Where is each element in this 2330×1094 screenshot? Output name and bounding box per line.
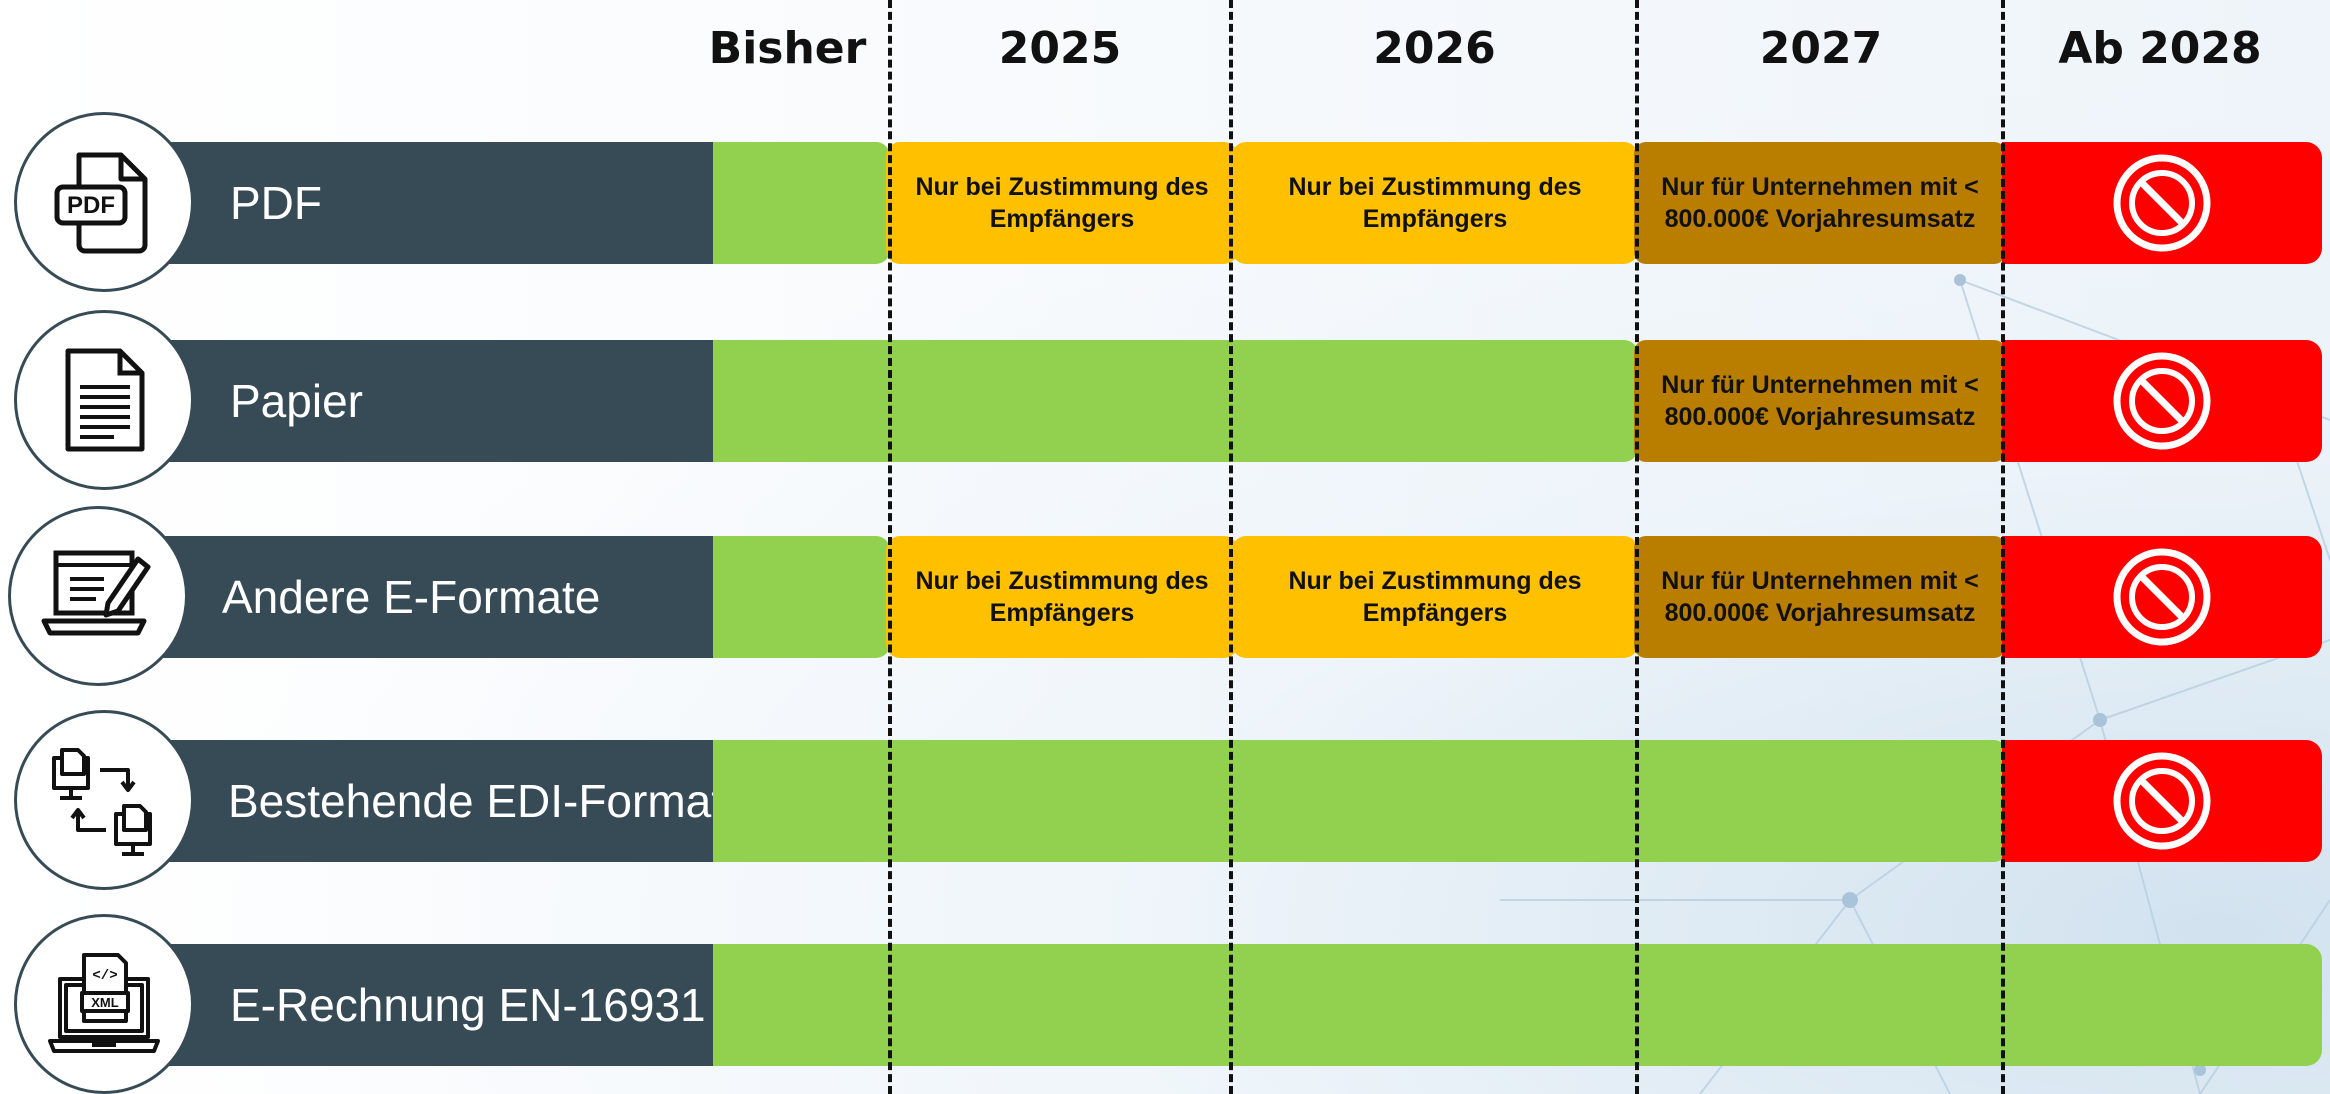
status-2027-small-business: Nur für Unternehmen mit < 800.000€ Vorja…	[1634, 340, 2006, 462]
status-all-years-allowed	[713, 944, 2322, 1066]
paper-document-icon	[14, 310, 194, 490]
status-note: Nur bei Zustimmung des Empfängers	[1288, 566, 1582, 628]
divider-2027-2028	[2001, 0, 2005, 1094]
status-note: Nur für Unternehmen mit < 800.000€ Vorja…	[1661, 566, 1979, 628]
status-2028-forbidden	[2002, 340, 2322, 462]
row-label-text: Bestehende EDI-Formate	[228, 775, 750, 827]
row-label-papier: Papier	[100, 340, 713, 462]
prohibited-icon	[2113, 548, 2211, 646]
status-2027-small-business: Nur für Unternehmen mit < 800.000€ Vorja…	[1634, 536, 2006, 658]
status-2025-consent: Nur bei Zustimmung des Empfängers	[886, 142, 1238, 264]
svg-text:</>: </>	[92, 968, 117, 984]
prohibited-icon	[2113, 752, 2211, 850]
divider-bisher-2025	[888, 0, 892, 1094]
status-2025-consent: Nur bei Zustimmung des Empfängers	[886, 536, 1238, 658]
row-label-e-rechnung: E-Rechnung EN-16931	[100, 944, 713, 1066]
laptop-edit-icon	[8, 506, 188, 686]
status-bisher-allowed	[713, 536, 890, 658]
row-label-text: Andere E-Formate	[222, 571, 601, 623]
column-header-2027: 2027	[1759, 23, 1883, 74]
row-label-text: PDF	[230, 177, 322, 229]
status-note: Nur bei Zustimmung des Empfängers	[1288, 172, 1582, 234]
row-label-text: E-Rechnung EN-16931	[230, 979, 706, 1031]
svg-text:PDF: PDF	[67, 192, 115, 219]
status-bisher-allowed	[713, 142, 890, 264]
prohibited-icon	[2113, 154, 2211, 252]
xml-laptop-icon: XML </>	[14, 914, 194, 1094]
edi-exchange-icon	[14, 710, 194, 890]
status-note: Nur für Unternehmen mit < 800.000€ Vorja…	[1661, 172, 1979, 234]
status-note: Nur bei Zustimmung des Empfängers	[915, 172, 1209, 234]
pdf-file-icon: PDF	[14, 112, 194, 292]
status-2028-forbidden	[2002, 740, 2322, 862]
status-2026-consent: Nur bei Zustimmung des Empfängers	[1232, 536, 1638, 658]
status-2028-forbidden	[2002, 536, 2322, 658]
divider-2026-2027	[1635, 0, 1639, 1094]
column-header-2026: 2026	[1373, 23, 1496, 74]
row-label-pdf: PDF	[100, 142, 713, 264]
column-header-bisher: Bisher	[708, 23, 867, 74]
status-2026-consent: Nur bei Zustimmung des Empfängers	[1232, 142, 1638, 264]
svg-text:XML: XML	[91, 995, 119, 1010]
status-note: Nur für Unternehmen mit < 800.000€ Vorja…	[1661, 370, 1979, 432]
prohibited-icon	[2113, 352, 2211, 450]
column-header-2025: 2025	[998, 23, 1122, 74]
status-2027-small-business: Nur für Unternehmen mit < 800.000€ Vorja…	[1634, 142, 2006, 264]
row-label-andere-e-formate: Andere E-Formate	[100, 536, 713, 658]
status-2028-forbidden	[2002, 142, 2322, 264]
row-label-bestehende-edi-formate: Bestehende EDI-Formate	[100, 740, 750, 862]
divider-2025-2026	[1229, 0, 1233, 1094]
row-label-text: Papier	[230, 375, 363, 427]
status-note: Nur bei Zustimmung des Empfängers	[915, 566, 1209, 628]
column-header-ab-2028: Ab 2028	[2058, 23, 2262, 74]
status-bisher-to-2026-allowed	[713, 340, 1638, 462]
status-bisher-to-2027-allowed	[713, 740, 2006, 862]
